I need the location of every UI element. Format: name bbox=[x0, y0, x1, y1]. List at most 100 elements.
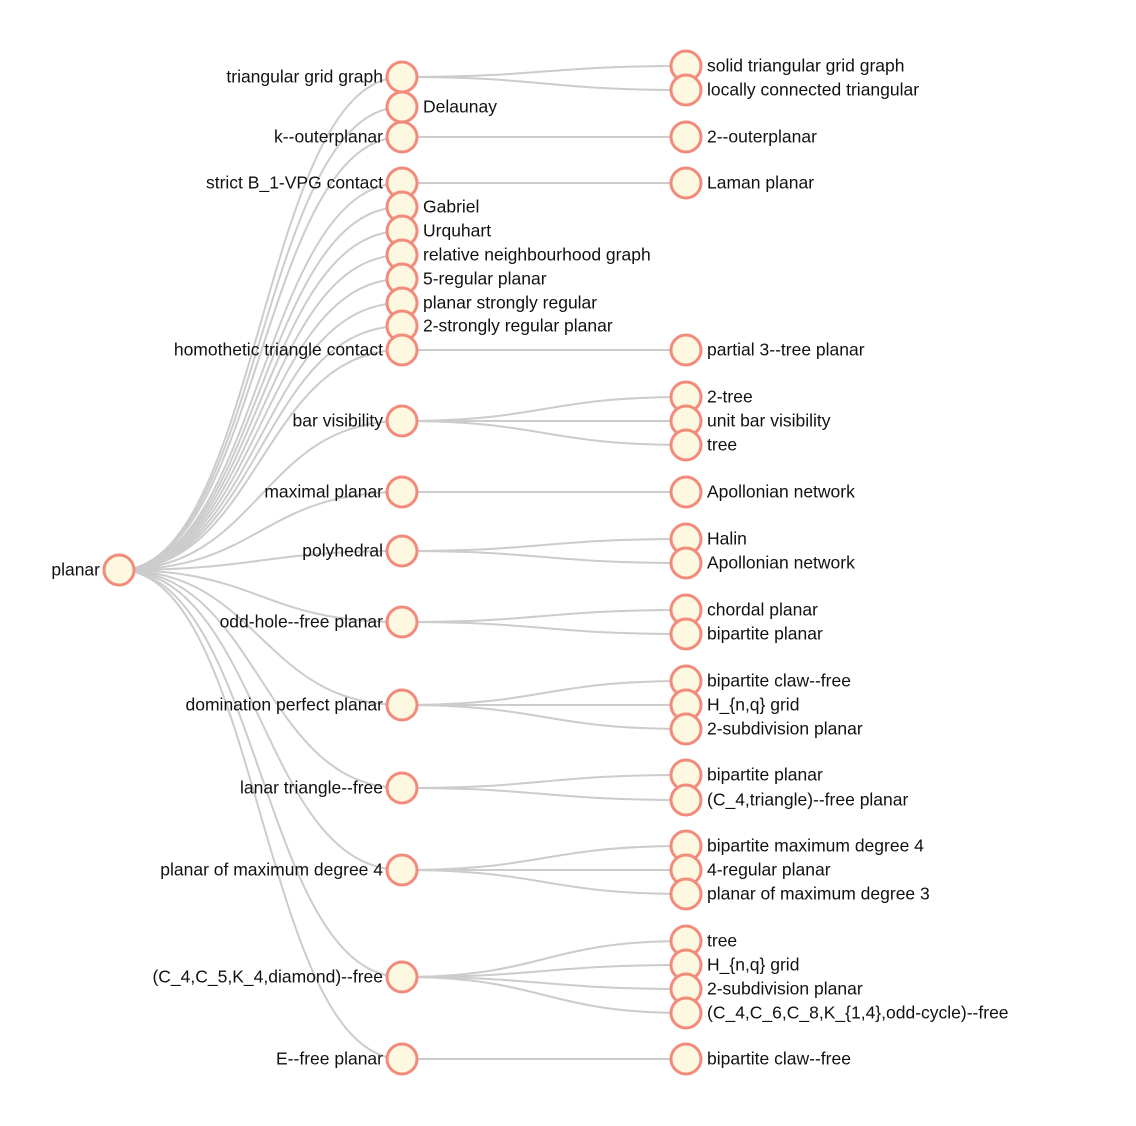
node-5-regular-planar[interactable]: 5-regular planar bbox=[385, 262, 547, 296]
node-2-strongly-regular-planar[interactable]: 2-strongly regular planar bbox=[385, 309, 613, 343]
node-laman-planar[interactable]: Laman planar bbox=[669, 166, 814, 200]
node-h-n-q-grid[interactable]: H_{n,q} grid bbox=[669, 688, 799, 722]
node-label: bipartite planar bbox=[707, 624, 823, 644]
link-c-4-c-5-k-4-diamond-free-to-h-n-q-grid bbox=[401, 964, 687, 978]
node-odd-hole-free-planar[interactable]: odd-hole--free planar bbox=[220, 605, 419, 639]
node-strict-b-1-vpg-contact[interactable]: strict B_1-VPG contact bbox=[206, 166, 419, 200]
node-circle[interactable] bbox=[385, 333, 419, 367]
node-bipartite-planar[interactable]: bipartite planar bbox=[669, 758, 823, 792]
node-circle[interactable] bbox=[385, 404, 419, 438]
link-triangular-grid-graph-to-solid-triangular-grid-graph bbox=[401, 65, 687, 78]
node-planar-strongly-regular[interactable]: planar strongly regular bbox=[385, 286, 597, 320]
node-bipartite-planar[interactable]: bipartite planar bbox=[669, 617, 823, 651]
node-circle[interactable] bbox=[385, 688, 419, 722]
node-h-n-q-grid[interactable]: H_{n,q} grid bbox=[669, 948, 799, 982]
node-label: E--free planar bbox=[276, 1049, 383, 1069]
node-circle[interactable] bbox=[669, 712, 703, 746]
node-solid-triangular-grid-graph[interactable]: solid triangular grid graph bbox=[669, 49, 904, 83]
node-planar-of-maximum-degree-4[interactable]: planar of maximum degree 4 bbox=[160, 853, 419, 887]
node-circle[interactable] bbox=[385, 605, 419, 639]
node-c-4-c-6-c-8-k-1-4-odd-cycle-free[interactable]: (C_4,C_6,C_8,K_{1,4},odd-cycle)--free bbox=[669, 996, 1009, 1030]
node-partial-3-tree-planar[interactable]: partial 3--tree planar bbox=[669, 333, 865, 367]
node-tree[interactable]: tree bbox=[669, 428, 737, 462]
node-circle[interactable] bbox=[385, 120, 419, 154]
node-apollonian-network[interactable]: Apollonian network bbox=[669, 546, 855, 580]
node-c-4-c-5-k-4-diamond-free[interactable]: (C_4,C_5,K_4,diamond)--free bbox=[152, 960, 419, 994]
node-bipartite-maximum-degree-4[interactable]: bipartite maximum degree 4 bbox=[669, 829, 924, 863]
node-circle[interactable] bbox=[669, 475, 703, 509]
node-planar[interactable]: planar bbox=[51, 553, 136, 587]
node-label: bar visibility bbox=[293, 411, 384, 431]
node-triangular-grid-graph[interactable]: triangular grid graph bbox=[226, 60, 419, 94]
node-bar-visibility[interactable]: bar visibility bbox=[293, 404, 419, 438]
node-label: Delaunay bbox=[423, 97, 497, 117]
node-circle[interactable] bbox=[385, 853, 419, 887]
node-circle[interactable] bbox=[669, 996, 703, 1030]
link-planar-to-relative-neighbourhood-graph bbox=[118, 254, 403, 571]
node-locally-connected-triangular[interactable]: locally connected triangular bbox=[669, 73, 919, 107]
node-circle[interactable] bbox=[385, 60, 419, 94]
node-relative-neighbourhood-graph[interactable]: relative neighbourhood graph bbox=[385, 238, 651, 272]
link-domination-perfect-planar-to-2-subdivision-planar bbox=[401, 704, 687, 730]
node-circle[interactable] bbox=[669, 1042, 703, 1076]
node-circle[interactable] bbox=[669, 617, 703, 651]
node-label: 2-tree bbox=[707, 387, 753, 407]
node-polyhedral[interactable]: polyhedral bbox=[302, 534, 419, 568]
node-label: homothetic triangle contact bbox=[174, 340, 383, 360]
node-label: locally connected triangular bbox=[707, 80, 919, 100]
node-circle[interactable] bbox=[385, 534, 419, 568]
node-delaunay[interactable]: Delaunay bbox=[385, 90, 497, 124]
link-planar-to-odd-hole-free-planar bbox=[118, 569, 403, 623]
node-tree[interactable]: tree bbox=[669, 924, 737, 958]
node-label: H_{n,q} grid bbox=[707, 695, 799, 716]
node-2-tree[interactable]: 2-tree bbox=[669, 380, 753, 414]
link-lanar-triangle-free-to-bipartite-planar bbox=[401, 774, 687, 789]
node-label: Laman planar bbox=[707, 173, 814, 193]
node-e-free-planar[interactable]: E--free planar bbox=[276, 1042, 419, 1076]
node-k-outerplanar[interactable]: k--outerplanar bbox=[274, 120, 419, 154]
node-circle[interactable] bbox=[385, 771, 419, 805]
node-circle[interactable] bbox=[669, 783, 703, 817]
node-label: solid triangular grid graph bbox=[707, 56, 904, 76]
node-lanar-triangle-free[interactable]: lanar triangle--free bbox=[240, 771, 419, 805]
link-planar-to-maximal-planar bbox=[118, 491, 403, 571]
node-planar-of-maximum-degree-3[interactable]: planar of maximum degree 3 bbox=[669, 877, 930, 911]
node-label: 4-regular planar bbox=[707, 860, 831, 880]
node-circle[interactable] bbox=[669, 546, 703, 580]
node-circle[interactable] bbox=[669, 120, 703, 154]
node-2-subdivision-planar[interactable]: 2-subdivision planar bbox=[669, 972, 863, 1006]
node-domination-perfect-planar[interactable]: domination perfect planar bbox=[186, 688, 419, 722]
node-label: domination perfect planar bbox=[186, 695, 384, 715]
node-circle[interactable] bbox=[385, 1042, 419, 1076]
link-polyhedral-to-apollonian-network bbox=[401, 550, 687, 564]
node-circle[interactable] bbox=[669, 428, 703, 462]
node-circle[interactable] bbox=[385, 960, 419, 994]
node-label: tree bbox=[707, 435, 737, 455]
node-label: triangular grid graph bbox=[226, 67, 383, 87]
node-circle[interactable] bbox=[385, 90, 419, 124]
node-label: 5-regular planar bbox=[423, 269, 547, 289]
node-gabriel[interactable]: Gabriel bbox=[385, 190, 479, 224]
node-circle[interactable] bbox=[669, 877, 703, 911]
node-2-subdivision-planar[interactable]: 2-subdivision planar bbox=[669, 712, 863, 746]
link-planar-to-domination-perfect-planar bbox=[118, 569, 403, 706]
node-2-outerplanar[interactable]: 2--outerplanar bbox=[669, 120, 817, 154]
node-maximal-planar[interactable]: maximal planar bbox=[264, 475, 419, 509]
node-circle[interactable] bbox=[669, 333, 703, 367]
link-planar-to-5-regular-planar bbox=[118, 278, 403, 571]
node-circle[interactable] bbox=[102, 553, 136, 587]
link-planar-to-k-outerplanar bbox=[118, 136, 403, 571]
node-circle[interactable] bbox=[669, 73, 703, 107]
node-label: chordal planar bbox=[707, 600, 818, 620]
node-c-4-triangle-free-planar[interactable]: (C_4,triangle)--free planar bbox=[669, 783, 909, 817]
node-label: planar strongly regular bbox=[423, 293, 597, 313]
node-circle[interactable] bbox=[385, 475, 419, 509]
node-bipartite-claw-free[interactable]: bipartite claw--free bbox=[669, 664, 851, 698]
node-4-regular-planar[interactable]: 4-regular planar bbox=[669, 853, 831, 887]
node-bipartite-claw-free[interactable]: bipartite claw--free bbox=[669, 1042, 851, 1076]
node-homothetic-triangle-contact[interactable]: homothetic triangle contact bbox=[174, 333, 419, 367]
link-planar-to-strict-b-1-vpg-contact bbox=[118, 182, 403, 571]
node-apollonian-network[interactable]: Apollonian network bbox=[669, 475, 855, 509]
node-label: Gabriel bbox=[423, 197, 479, 217]
node-circle[interactable] bbox=[669, 166, 703, 200]
